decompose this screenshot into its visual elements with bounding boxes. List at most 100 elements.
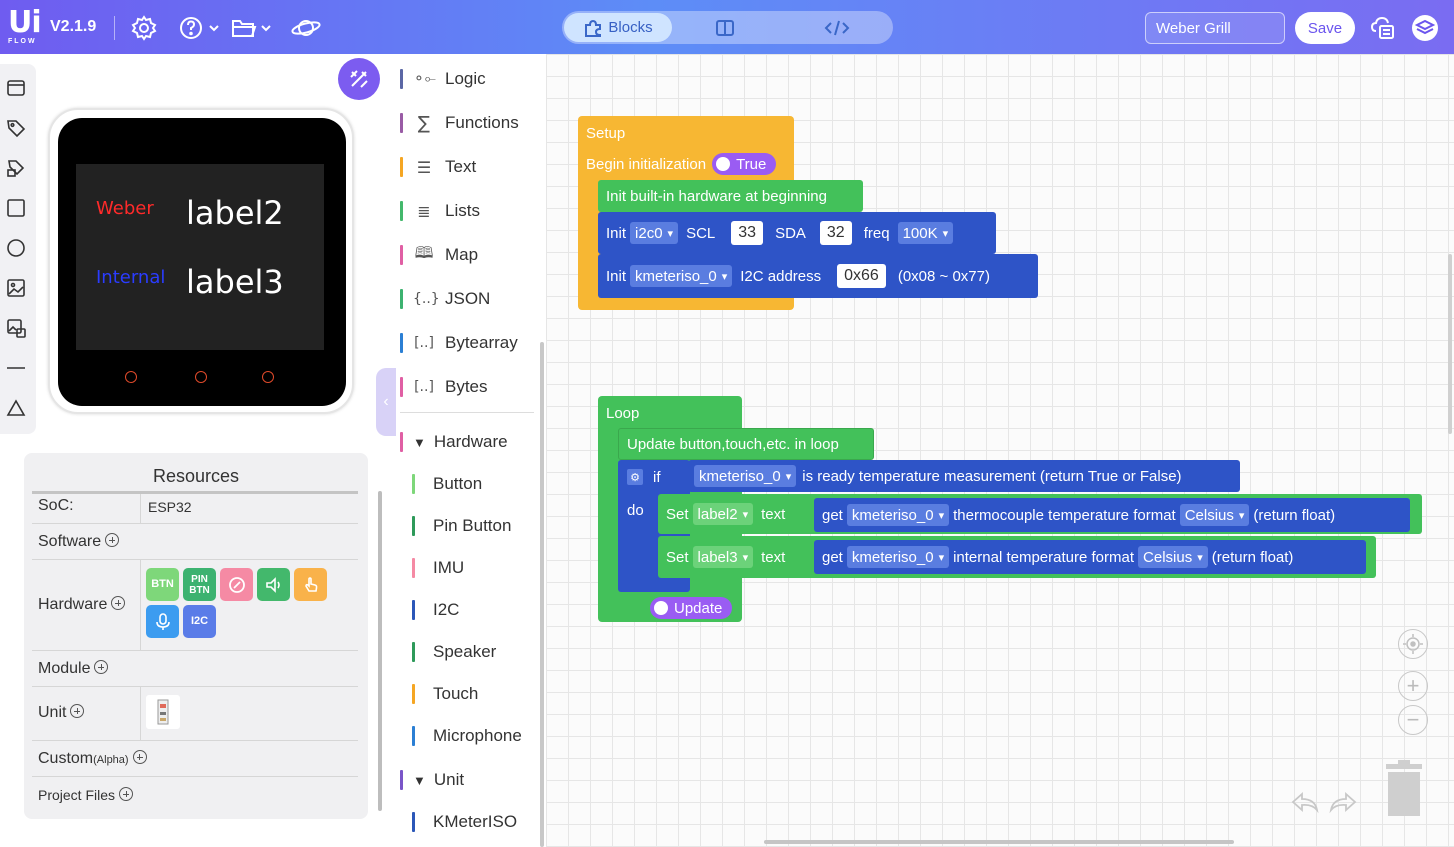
line-widget-tool[interactable] — [5, 357, 27, 379]
save-button[interactable]: Save — [1295, 12, 1355, 44]
device-status-button[interactable] — [1410, 14, 1440, 42]
device-button-a[interactable] — [125, 371, 137, 383]
thermocouple-unit-dropdown[interactable]: Celsius — [1179, 504, 1250, 526]
category-touch[interactable]: Touch — [412, 682, 552, 706]
device-button-c[interactable] — [262, 371, 274, 383]
get-thermocouple-object-dropdown[interactable]: kmeteriso_0 — [846, 504, 950, 526]
add-custom-icon[interactable] — [132, 750, 147, 764]
set-label3-target-dropdown[interactable]: label3 — [692, 546, 754, 568]
project-files-row[interactable]: Project Files — [32, 777, 358, 811]
image-plus-widget-tool[interactable] — [5, 317, 27, 339]
is-ready-block[interactable]: kmeteriso_0 is ready temperature measure… — [688, 460, 1240, 492]
category-map[interactable]: 🕮Map — [400, 243, 540, 267]
category-speaker[interactable]: Speaker — [412, 640, 552, 664]
category-lists[interactable]: ≣Lists — [400, 199, 540, 223]
help-button[interactable] — [178, 14, 220, 42]
circle-widget-tool[interactable] — [5, 237, 27, 259]
add-module-icon[interactable] — [94, 660, 109, 674]
get-thermocouple-block[interactable]: get kmeteriso_0 thermocouple temperature… — [814, 498, 1410, 532]
workspace-horizontal-scrollbar[interactable] — [764, 840, 1234, 844]
module-row[interactable]: Module — [32, 651, 358, 687]
open-folder-button[interactable] — [230, 14, 272, 42]
scl-pin-input[interactable]: 33 — [731, 221, 764, 245]
rectangle-widget-tool[interactable] — [5, 197, 27, 219]
category-imu[interactable]: IMU — [412, 556, 552, 580]
category-pin-button[interactable]: Pin Button — [412, 514, 552, 538]
category-json[interactable]: {..}JSON — [400, 287, 540, 311]
trash-button[interactable] — [1382, 760, 1426, 823]
unit-kmeteriso-thumbnail[interactable] — [146, 695, 180, 729]
edit-ui-button[interactable] — [338, 58, 380, 100]
device-button-b[interactable] — [195, 371, 207, 383]
category-functions[interactable]: ∑Functions — [400, 111, 540, 135]
zoom-in-button[interactable]: + — [1398, 671, 1428, 701]
update-toggle[interactable]: Update — [650, 597, 733, 619]
project-name-input[interactable] — [1145, 12, 1285, 44]
is-ready-object-dropdown[interactable]: kmeteriso_0 — [694, 465, 797, 487]
set-label2-target-dropdown[interactable]: label2 — [692, 503, 754, 525]
kmeteriso-object-dropdown[interactable]: kmeteriso_0 — [630, 265, 733, 287]
i2c-bus-dropdown[interactable]: i2c0 — [630, 222, 679, 244]
undo-button[interactable] — [1290, 790, 1320, 819]
category-logic[interactable]: ⚬⟜Logic — [400, 67, 540, 91]
gear-icon[interactable]: ⚙ — [627, 469, 643, 485]
update-hardware-block[interactable]: Update button,touch,etc. in loop — [618, 428, 874, 460]
settings-button[interactable] — [131, 14, 157, 42]
add-project-file-icon[interactable] — [119, 787, 134, 801]
category-scrollbar[interactable] — [540, 342, 544, 847]
hardware-chip-speaker[interactable] — [257, 568, 290, 601]
screen-label-internal[interactable]: Internal — [96, 267, 166, 288]
custom-row[interactable]: Custom(Alpha) — [32, 741, 358, 777]
workspace-vertical-scrollbar[interactable] — [1448, 254, 1452, 434]
image-widget-tool[interactable] — [5, 277, 27, 299]
category-kmeteriso[interactable]: KMeterISO — [412, 810, 552, 834]
internal-unit-dropdown[interactable]: Celsius — [1138, 546, 1208, 568]
zoom-out-button[interactable]: − — [1398, 705, 1428, 735]
planet-button[interactable] — [290, 14, 322, 42]
hardware-chip-i2c[interactable]: I2C — [183, 605, 216, 638]
category-i2c[interactable]: I2C — [412, 598, 552, 622]
category-text[interactable]: ☰Text — [400, 155, 540, 179]
category-unit[interactable]: ▼Unit — [400, 768, 540, 792]
resources-scrollbar[interactable] — [378, 491, 382, 811]
get-internal-block[interactable]: get kmeteriso_0 internal temperature for… — [814, 540, 1366, 574]
triangle-widget-tool[interactable] — [5, 397, 27, 419]
hardware-chip-touch[interactable] — [294, 568, 327, 601]
hardware-chip-microphone[interactable] — [146, 605, 179, 638]
software-row[interactable]: Software — [32, 524, 358, 560]
hardware-chip-btn[interactable]: BTN — [146, 568, 179, 601]
freq-dropdown[interactable]: 100K — [897, 222, 954, 244]
init-kmeteriso-block[interactable]: Init kmeteriso_0 I2C address 0x66 (0x08 … — [598, 254, 1038, 298]
blocks-mode-tab[interactable]: Blocks — [564, 13, 672, 42]
collapse-panel-button[interactable]: ‹ — [376, 368, 396, 436]
image-label-widget-tool[interactable] — [5, 157, 27, 179]
hardware-chip-imu[interactable] — [220, 568, 253, 601]
category-button[interactable]: Button — [412, 472, 552, 496]
screen-label-label3[interactable]: label3 — [186, 263, 284, 301]
recenter-button[interactable] — [1398, 629, 1428, 659]
init-hardware-block[interactable]: Init built-in hardware at beginning — [598, 180, 863, 212]
label-widget-tool[interactable] — [5, 117, 27, 139]
blocks-workspace[interactable]: Setup Begin initialization True Init bui… — [546, 54, 1454, 847]
add-software-icon[interactable] — [105, 533, 120, 547]
category-microphone[interactable]: Microphone — [412, 724, 552, 748]
category-hardware[interactable]: ▼Hardware — [400, 430, 540, 454]
window-widget-tool[interactable] — [5, 77, 27, 99]
category-bytes[interactable]: [..]Bytes — [400, 375, 540, 399]
hardware-chip-pin-btn[interactable]: PIN BTN — [183, 568, 216, 601]
category-bytearray[interactable]: [..]Bytearray — [400, 331, 540, 355]
i2c-address-input[interactable]: 0x66 — [837, 264, 886, 288]
device-screen[interactable]: Weber label2 Internal label3 — [76, 164, 324, 350]
screen-label-weber[interactable]: Weber — [96, 198, 154, 219]
add-unit-icon[interactable] — [70, 704, 85, 718]
begin-init-toggle[interactable]: True — [712, 153, 777, 175]
download-button[interactable] — [1370, 14, 1396, 42]
split-mode-tab[interactable] — [705, 11, 745, 44]
code-mode-tab[interactable] — [817, 11, 857, 44]
get-internal-object-dropdown[interactable]: kmeteriso_0 — [846, 546, 950, 568]
screen-label-label2[interactable]: label2 — [186, 194, 284, 232]
init-i2c-block[interactable]: Init i2c0 SCL 33 SDA 32 freq 100K — [598, 212, 996, 254]
redo-button[interactable] — [1328, 790, 1358, 819]
sda-pin-input[interactable]: 32 — [819, 221, 852, 245]
add-hardware-icon[interactable] — [111, 596, 126, 610]
